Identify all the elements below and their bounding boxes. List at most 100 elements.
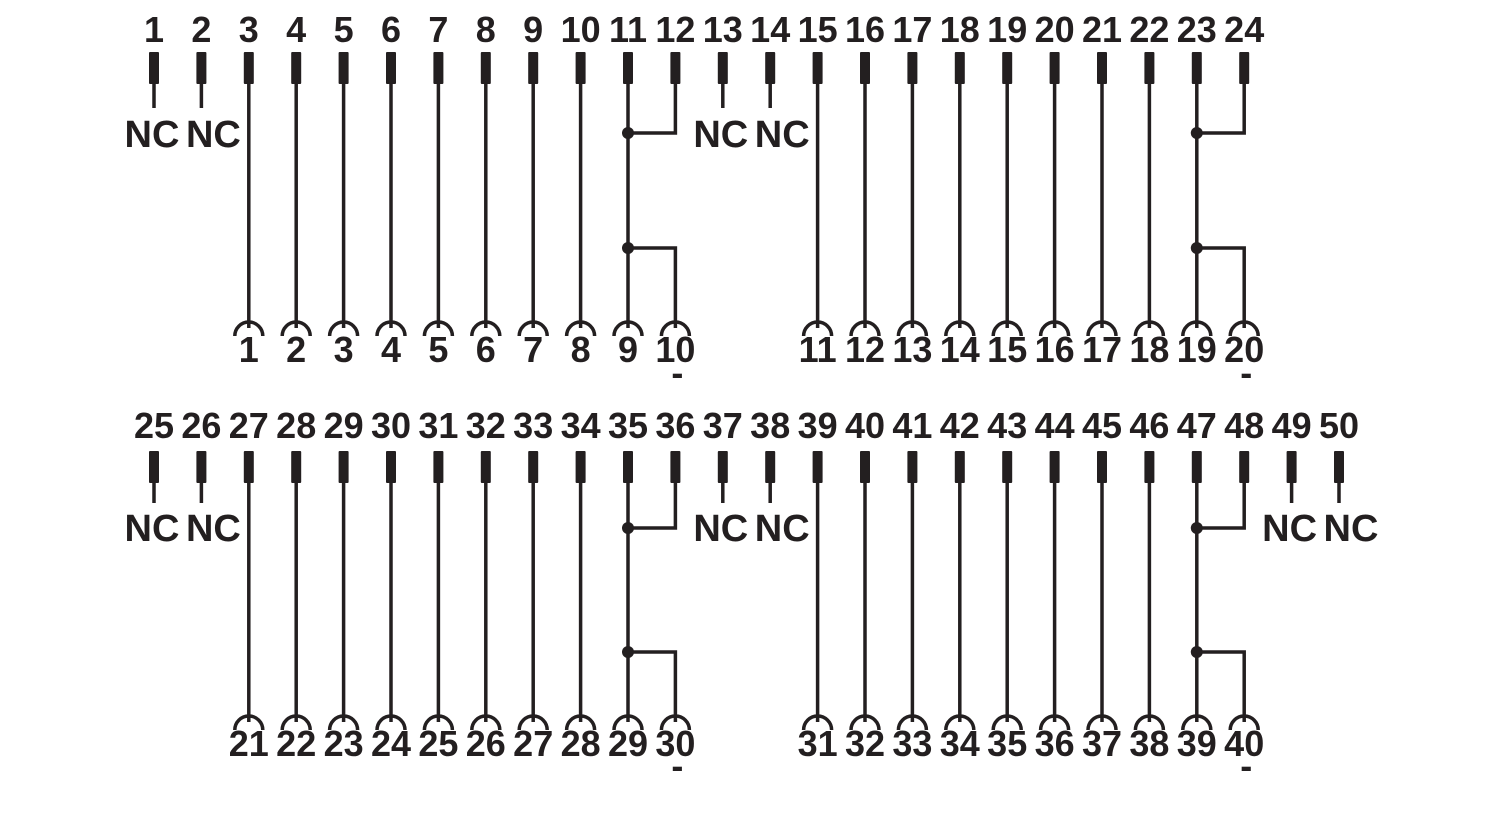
socket-number-label: 1 [239,329,259,370]
socket-contact [233,714,265,731]
connector-pin [1239,451,1250,483]
socket-contact [659,320,692,337]
connector-pin [765,451,776,483]
connector-pin [291,52,302,84]
pin-number-label: 33 [513,405,553,446]
pin-number-label: 13 [703,9,743,50]
socket-contact [280,320,312,337]
pin-number-label: 15 [798,9,838,50]
socket-number-label: 40 [1224,723,1264,764]
connector-pin [338,52,349,84]
socket-contact [375,320,407,337]
socket-number-label: 37 [1082,723,1122,764]
pin-number-label: 16 [845,9,885,50]
pin-number-label: 34 [561,405,601,446]
pin-number-label: 48 [1224,405,1264,446]
connector-pin [291,451,302,483]
socket-contact [517,320,549,337]
socket-number-label: 33 [892,723,932,764]
socket-number-label: 9 [618,329,638,370]
nc-label: NC [186,114,241,156]
nc-label: NC [755,508,810,550]
connector-pin [907,451,918,483]
minus-marker: - [1240,352,1252,393]
pin-number-label: 43 [987,405,1027,446]
pin-number-label: 30 [371,405,411,446]
connector-pin [386,52,396,84]
pin-number-label: 23 [1177,9,1217,50]
connector-pin [386,451,396,483]
junction-dot [1190,127,1203,139]
pin-number-label: 10 [561,9,601,50]
socket-number-label: 39 [1177,723,1217,764]
connector-pin [575,451,586,483]
socket-number-label: 31 [798,723,838,764]
pin-number-label: 46 [1129,405,1169,446]
socket-number-label: 35 [987,723,1027,764]
connector-pin [1334,451,1344,483]
pin-number-label: 44 [1035,405,1075,446]
pin-number-label: 31 [418,405,458,446]
socket-number-label: 7 [523,329,543,370]
bridge-wire [1196,246,1246,328]
pin-number-label: 47 [1177,405,1217,446]
pin-number-label: 35 [608,405,648,446]
junction-dot [1190,522,1203,534]
socket-contact [422,714,455,731]
bridge-wire [628,650,678,722]
pin-number-label: 40 [845,405,885,446]
socket-contact [1086,320,1118,337]
connector-pin [1144,451,1155,483]
connector-pin [1097,52,1107,84]
socket-number-label: 6 [476,329,496,370]
socket-number-label: 21 [229,723,269,764]
nc-label: NC [755,114,810,156]
connector-pin [575,52,586,84]
connector-pin [670,451,681,483]
connector-pin [954,451,965,483]
bridge-wire [628,483,678,530]
connector-pin [243,52,254,84]
connector-pin [1144,52,1155,84]
socket-number-label: 30 [655,723,695,764]
socket-number-label: 22 [276,723,316,764]
socket-number-label: 4 [381,329,401,370]
socket-contact [1181,320,1213,337]
socket-contact [470,714,502,731]
bridge-wire [628,246,678,328]
connector-pin [717,451,728,483]
socket-contact [564,320,597,337]
pin-number-label: 1 [144,9,164,50]
socket-contact [849,714,881,731]
junction-dot [622,522,634,534]
nc-label: NC [186,508,241,550]
socket-contact [375,714,407,731]
connector-pin [243,451,254,483]
pin-number-label: 49 [1272,405,1312,446]
socket-number-label: 14 [940,329,980,370]
socket-contact [801,320,834,337]
nc-label: NC [125,114,180,156]
pin-number-label: 20 [1035,9,1075,50]
socket-number-label: 24 [371,723,411,764]
pin-number-label: 38 [750,405,790,446]
connector-pin [1097,451,1107,483]
pin-number-label: 22 [1129,9,1169,50]
socket-contact [991,320,1023,337]
socket-contact [470,320,502,337]
connector-pin [1191,451,1202,483]
socket-number-label: 29 [608,723,648,764]
pin-number-label: 8 [476,9,496,50]
pin-number-label: 50 [1319,405,1359,446]
socket-number-label: 11 [799,329,837,370]
connector-pin [717,52,728,84]
socket-contact [849,320,881,337]
connector-pin [1002,451,1013,483]
bridge-wire [1196,650,1246,722]
socket-number-label: 27 [513,723,553,764]
connector-pin [196,52,207,84]
pin-number-label: 12 [655,9,695,50]
connector-pin [860,52,870,84]
